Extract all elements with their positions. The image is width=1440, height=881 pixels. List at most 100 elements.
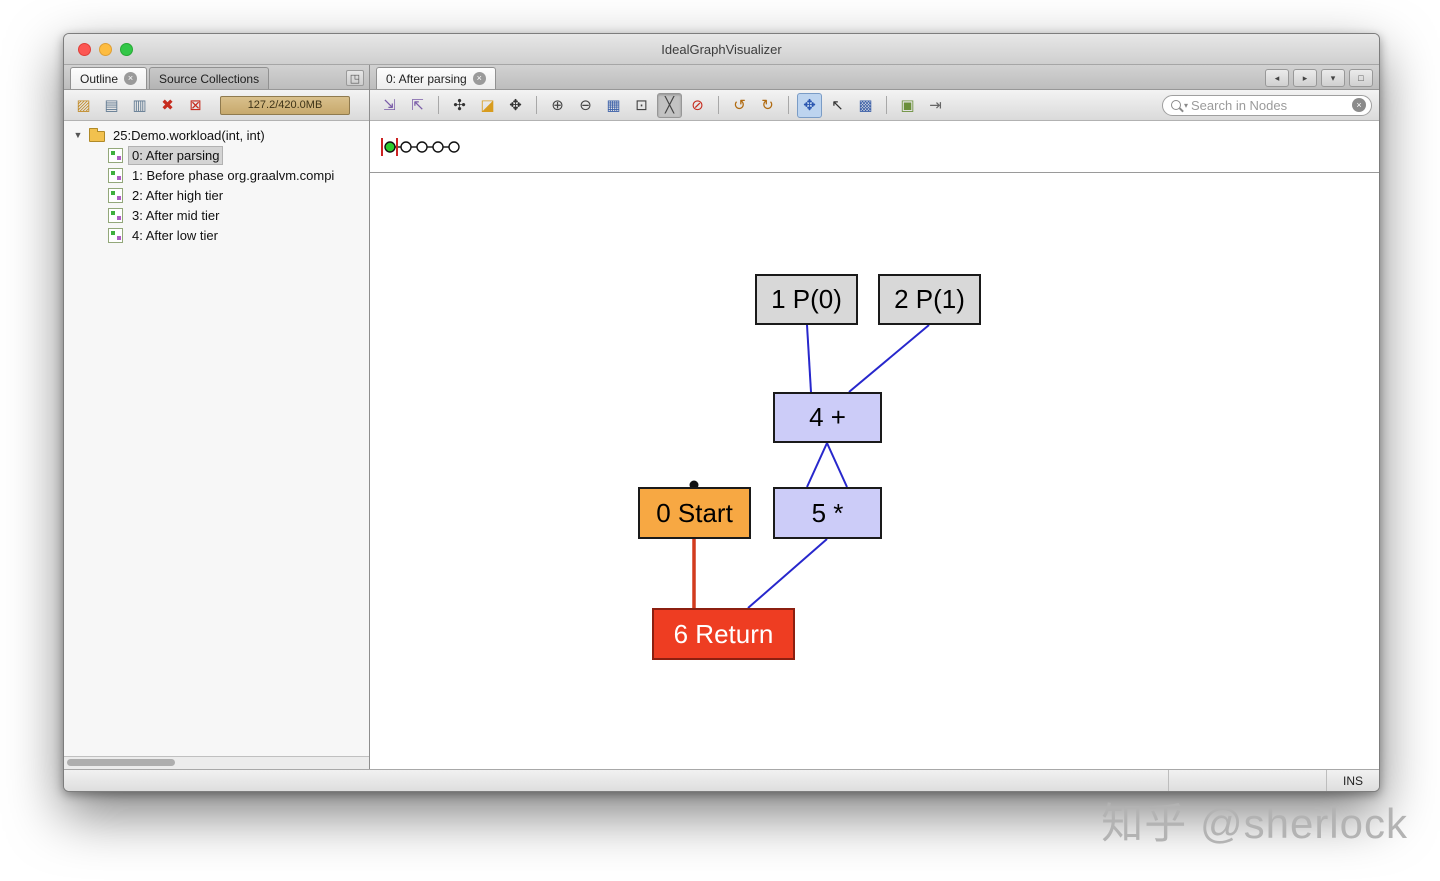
tree-items: 0: After parsing 1: Before phase org.graa… [64,145,369,245]
graph-thumbnail-icon [108,227,123,243]
remove-all-icon[interactable]: ⊠ [189,97,202,114]
select-mode-icon[interactable]: ↖ [831,97,844,114]
zoom-out-icon[interactable]: ⊖ [579,97,592,114]
window-body: Outline × Source Collections ◳ ▨ ▤ ▥ ✖ ⊠ 127… [64,65,1379,769]
outline-tree: ▼ 25:Demo.workload(int, int) 0: After pa… [64,121,369,756]
redo-icon[interactable]: ↻ [761,97,774,114]
toolbar-separator [536,96,537,114]
horizontal-scrollbar[interactable] [64,756,369,769]
pan-mode-icon[interactable]: ✥ [797,92,822,118]
minimize-window-icon[interactable] [99,43,112,56]
close-tab-icon[interactable]: × [124,72,138,85]
graph-panel: 0: After parsing × ◂ ▸ ▾ □ ⇲ ⇱ ✣ ◪ ✥ ⊕ ⊖ ▦ ⊡ ╳ ⊘ ↺ ↻… [370,65,1379,769]
tree-item[interactable]: 4: After low tier [64,225,369,245]
graph-node-2[interactable]: 2 P(1) [878,274,981,325]
tab-outline[interactable]: Outline × [70,67,148,89]
outline-toolbar-icons: ▨ ▤ ▥ ✖ ⊠ [71,93,208,118]
outline-tab-bar: Outline × Source Collections ◳ [64,65,369,90]
graph-tab-bar: 0: After parsing × ◂ ▸ ▾ □ [370,65,1379,90]
remove-icon[interactable]: ✖ [161,97,174,114]
graph-toolbar: ⇲ ⇱ ✣ ◪ ✥ ⊕ ⊖ ▦ ⊡ ╳ ⊘ ↺ ↻ ✥ ↖ ▩ ▣ ⇥ ▾ Search in Nodes × [370,90,1379,121]
tab-list-icon[interactable]: ▾ [1321,69,1345,87]
tree-item[interactable]: 0: After parsing [64,145,369,165]
tab-controls: ◂ ▸ ▾ □ [1265,69,1373,87]
open-folder-icon[interactable]: ▨ [76,97,91,114]
status-section [1169,770,1326,791]
overview-icon[interactable]: ▩ [858,97,873,114]
tree-item-label: 3: After mid tier [132,207,220,223]
tree-item-label: 4: After low tier [132,227,218,243]
app-window: IdealGraphVisualizer Outline × Source Co… [63,33,1380,792]
search-placeholder: Search in Nodes [1191,97,1288,113]
toolbar-separator [788,96,789,114]
memory-indicator[interactable]: 127.2/420.0MB [220,95,350,115]
graph-thumbnail-icon [108,167,123,183]
layout-graph-icon[interactable]: ▦ [606,97,621,114]
timeline-position[interactable] [416,141,428,153]
tab-label: Outline [80,71,119,86]
zoom-selection-icon[interactable]: ⊡ [635,97,648,114]
toolbar-separator [886,96,887,114]
screenshot-icon[interactable]: ▣ [900,97,915,114]
tree-item[interactable]: 3: After mid tier [64,205,369,225]
timeline-position[interactable] [400,141,412,153]
stop-layout-icon[interactable]: ⊘ [691,97,704,114]
outline-toolbar: ▨ ▤ ▥ ✖ ⊠ 127.2/420.0MB [64,90,369,121]
tab-source-collections[interactable]: Source Collections [149,67,270,89]
pan-icon[interactable]: ✥ [509,97,522,114]
tree-item[interactable]: 1: Before phase org.graalvm.compi [64,165,369,185]
export-graph-icon[interactable]: ⇲ [383,97,396,114]
extract-nodes-icon[interactable]: ⇱ [411,97,424,114]
export-image-icon[interactable]: ⇥ [929,97,942,114]
status-divider [1168,770,1169,791]
graph-toolbar-icons: ⇲ ⇱ ✣ ◪ ✥ ⊕ ⊖ ▦ ⊡ ╳ ⊘ ↺ ↻ ✥ ↖ ▩ ▣ ⇥ [377,92,948,118]
graph-node-6[interactable]: 6 Return [652,608,795,660]
graph-node-1[interactable]: 1 P(0) [755,274,858,325]
graph-canvas[interactable]: 1 P(0) 2 P(1) 4 + 0 Start 5 * 6 Return [370,173,1379,769]
close-window-icon[interactable] [78,43,91,56]
minimize-panel-icon[interactable]: ◳ [346,70,364,86]
titlebar[interactable]: IdealGraphVisualizer [64,34,1379,65]
toolbar-separator [718,96,719,114]
timeline-position[interactable] [432,141,444,153]
graph-node-4[interactable]: 4 + [773,392,882,443]
tree-item[interactable]: 2: After high tier [64,185,369,205]
graph-node-5[interactable]: 5 * [773,487,882,539]
save-icon[interactable]: ▤ [104,97,119,114]
tab-label: 0: After parsing [386,71,467,86]
chevron-down-icon: ▾ [1184,100,1189,110]
timeline-position[interactable] [448,141,460,153]
search-icon [1171,100,1181,110]
phase-timeline [370,121,1379,173]
scrollbar-thumb[interactable] [67,759,175,766]
hide-edges-icon[interactable]: ╳ [657,92,682,118]
clear-search-icon[interactable]: × [1352,98,1366,112]
hide-nodes-icon[interactable]: ◪ [480,97,495,114]
traffic-lights [78,43,133,56]
status-insert-mode: INS [1342,773,1363,788]
maximize-tab-icon[interactable]: □ [1349,69,1373,87]
tree-item-label: 1: Before phase org.graalvm.compi [132,167,335,183]
tree-item-label: 0: After parsing [127,145,224,165]
timeline-position-current[interactable] [384,141,396,153]
graph-node-0[interactable]: 0 Start [638,487,751,539]
close-tab-icon[interactable]: × [472,72,486,85]
tree-root[interactable]: ▼ 25:Demo.workload(int, int) [64,125,369,145]
disclosure-triangle-icon[interactable]: ▼ [73,130,83,140]
timeline-svg[interactable] [379,134,489,160]
zoom-window-icon[interactable] [120,43,133,56]
search-input[interactable]: ▾ Search in Nodes × [1162,94,1372,116]
scroll-tabs-right-icon[interactable]: ▸ [1293,69,1317,87]
outline-panel: Outline × Source Collections ◳ ▨ ▤ ▥ ✖ ⊠ 127… [64,65,370,769]
expand-selection-icon[interactable]: ✣ [453,97,466,114]
folder-icon [89,127,105,142]
window-title: IdealGraphVisualizer [661,41,782,57]
scroll-tabs-left-icon[interactable]: ◂ [1265,69,1289,87]
undo-icon[interactable]: ↺ [733,97,746,114]
tab-label: Source Collections [159,71,260,86]
zoom-in-icon[interactable]: ⊕ [551,97,564,114]
save-all-icon[interactable]: ▥ [132,97,147,114]
toolbar-separator [438,96,439,114]
tab-graph[interactable]: 0: After parsing × [376,67,496,89]
status-divider [1326,770,1327,791]
